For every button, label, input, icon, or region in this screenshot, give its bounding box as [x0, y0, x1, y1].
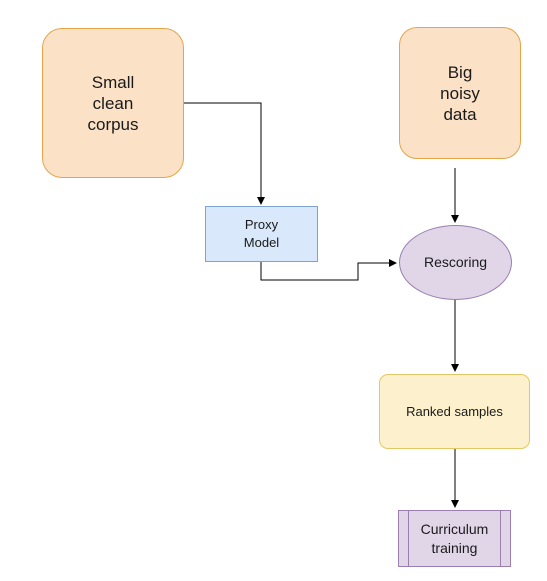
- node-rescoring-label: Rescoring: [423, 254, 488, 270]
- edge-proxy-model-to-rescoring: [260, 259, 397, 281]
- node-proxy-model: Proxy Model: [205, 206, 318, 262]
- node-curriculum-training-label: Curriculum training: [420, 520, 489, 556]
- process-right-bar: [500, 511, 501, 566]
- node-proxy-model-label: Proxy Model: [243, 217, 280, 250]
- node-big-noisy-data-label: Big noisy data: [440, 62, 480, 124]
- node-big-noisy-data: Big noisy data: [399, 27, 521, 159]
- process-left-bar: [408, 511, 409, 566]
- node-curriculum-training: Curriculum training: [398, 510, 511, 567]
- node-rescoring: Rescoring: [399, 225, 512, 300]
- node-ranked-samples-label: Ranked samples: [406, 403, 503, 419]
- node-ranked-samples: Ranked samples: [379, 374, 530, 449]
- node-small-clean-corpus-label: Small clean corpus: [87, 72, 139, 134]
- node-small-clean-corpus: Small clean corpus: [42, 28, 184, 178]
- edge-small-clean-corpus-to-proxy-model: [184, 102, 265, 205]
